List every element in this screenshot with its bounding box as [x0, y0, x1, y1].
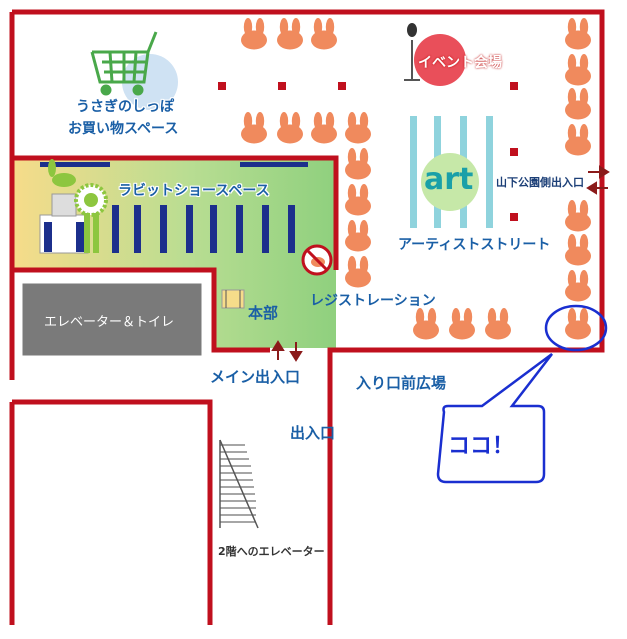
callout-text: ココ！	[448, 434, 515, 459]
rosette-icon	[74, 183, 108, 253]
headquarters-icon	[221, 289, 245, 309]
park-entrance-arrows	[586, 165, 610, 195]
walls	[9, 9, 605, 625]
art-label: art	[424, 162, 474, 197]
elevator-toilet-label: エレベーター＆トイレ	[44, 315, 175, 330]
no-rabbit-icon	[301, 244, 333, 276]
event-hall-label: イベント会場	[418, 55, 502, 71]
show-space-fences	[40, 162, 308, 253]
shopping-label-2: お買い物スペース	[68, 121, 179, 137]
registration-label: レジストレーション	[310, 293, 436, 309]
callout	[436, 304, 608, 484]
plaza-label: 入り口前広場	[356, 374, 447, 392]
show-space-label: ラビットショースペース	[118, 183, 270, 199]
second-floor-elevator-label: 2階へのエレベーター	[218, 545, 325, 558]
microphone-stand-icon	[404, 23, 420, 81]
event-hall-circle	[414, 34, 466, 86]
entrance-label: 出入口	[290, 424, 336, 442]
art-circle	[421, 153, 479, 211]
main-entrance-arrows	[271, 340, 303, 362]
stairs-icon	[218, 439, 259, 529]
elevator-toilet-block	[21, 282, 203, 357]
pillars	[218, 82, 518, 221]
headquarters-label: 本部	[248, 304, 279, 322]
park-entrance-label: 山下公園側出入口	[496, 174, 584, 190]
shopping-label-1: うさぎのしっぽ	[76, 99, 174, 115]
artist-street-label: アーティストストリート	[398, 237, 551, 253]
main-entrance-label: メイン出入口	[210, 368, 301, 386]
trophy-icon	[39, 159, 89, 254]
shopping-cart-icon	[90, 31, 158, 96]
